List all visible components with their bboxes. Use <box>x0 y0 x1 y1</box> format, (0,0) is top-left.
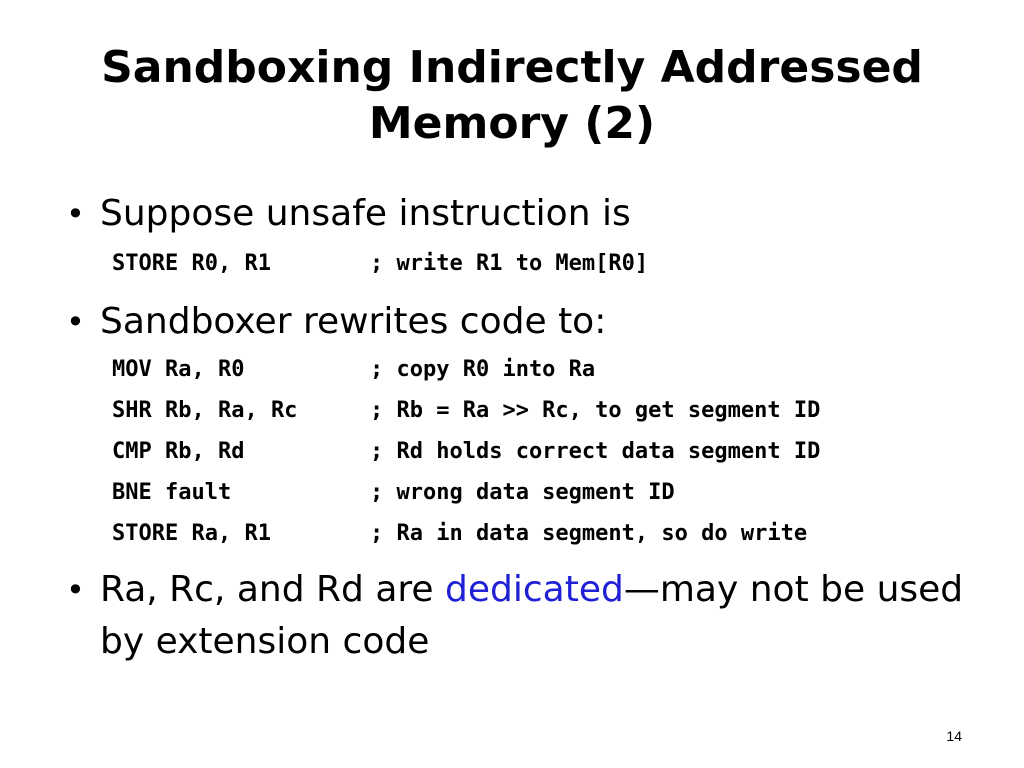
bullet-item: • Suppose unsafe instruction is <box>66 188 980 240</box>
code-instruction: CMP Rb, Rd <box>112 439 245 464</box>
code-comment: ; Rd holds correct data segment ID <box>370 439 821 464</box>
code-instruction: STORE Ra, R1 <box>112 521 271 546</box>
bullet-symbol: • <box>66 303 85 341</box>
code-comment: ; Rb = Ra >> Rc, to get segment ID <box>370 398 821 423</box>
code-comment: ; copy R0 into Ra <box>370 357 596 382</box>
bullet-text: Suppose unsafe instruction is <box>100 193 631 234</box>
code-instruction: MOV Ra, R0 <box>112 357 245 382</box>
slide-title: Sandboxing Indirectly Addressed Memory (… <box>0 40 1024 152</box>
page-number: 14 <box>946 728 962 744</box>
code-line: MOV Ra, R0 ; copy R0 into Ra <box>112 356 595 384</box>
code-instruction: BNE fault <box>112 480 232 505</box>
bullet-symbol: • <box>66 571 85 609</box>
slide-title-line-1: Sandboxing Indirectly Addressed <box>101 42 923 93</box>
code-line: SHR Rb, Ra, Rc ; Rb = Ra >> Rc, to get se… <box>112 397 820 425</box>
bullet-text-before: Ra, Rc, and Rd are <box>100 569 446 610</box>
code-instruction: STORE R0, R1 <box>112 251 271 276</box>
highlighted-term: dedicated <box>445 569 624 610</box>
code-comment: ; write R1 to Mem[R0] <box>370 251 649 276</box>
bullet-symbol: • <box>66 195 85 233</box>
code-comment: ; Ra in data segment, so do write <box>370 521 808 546</box>
bullet-text: Sandboxer rewrites code to: <box>100 301 607 342</box>
bullet-item: • Sandboxer rewrites code to: <box>66 296 980 348</box>
code-line: STORE Ra, R1 ; Ra in data segment, so do … <box>112 520 807 548</box>
code-line: CMP Rb, Rd ; Rd holds correct data segmen… <box>112 438 820 466</box>
slide-title-line-2: Memory (2) <box>368 98 656 149</box>
code-comment: ; wrong data segment ID <box>370 480 675 505</box>
bullet-text: Ra, Rc, and Rd are dedicated—may not be … <box>100 564 980 668</box>
code-instruction: SHR Rb, Ra, Rc <box>112 398 298 423</box>
bullet-text-after: —may not be used by extension code <box>100 569 964 662</box>
bullet-item: • Ra, Rc, and Rd are dedicated—may not be… <box>66 564 980 668</box>
code-line: STORE R0, R1 ; write R1 to Mem[R0] <box>112 250 648 278</box>
code-line: BNE fault ; wrong data segment ID <box>112 479 675 507</box>
